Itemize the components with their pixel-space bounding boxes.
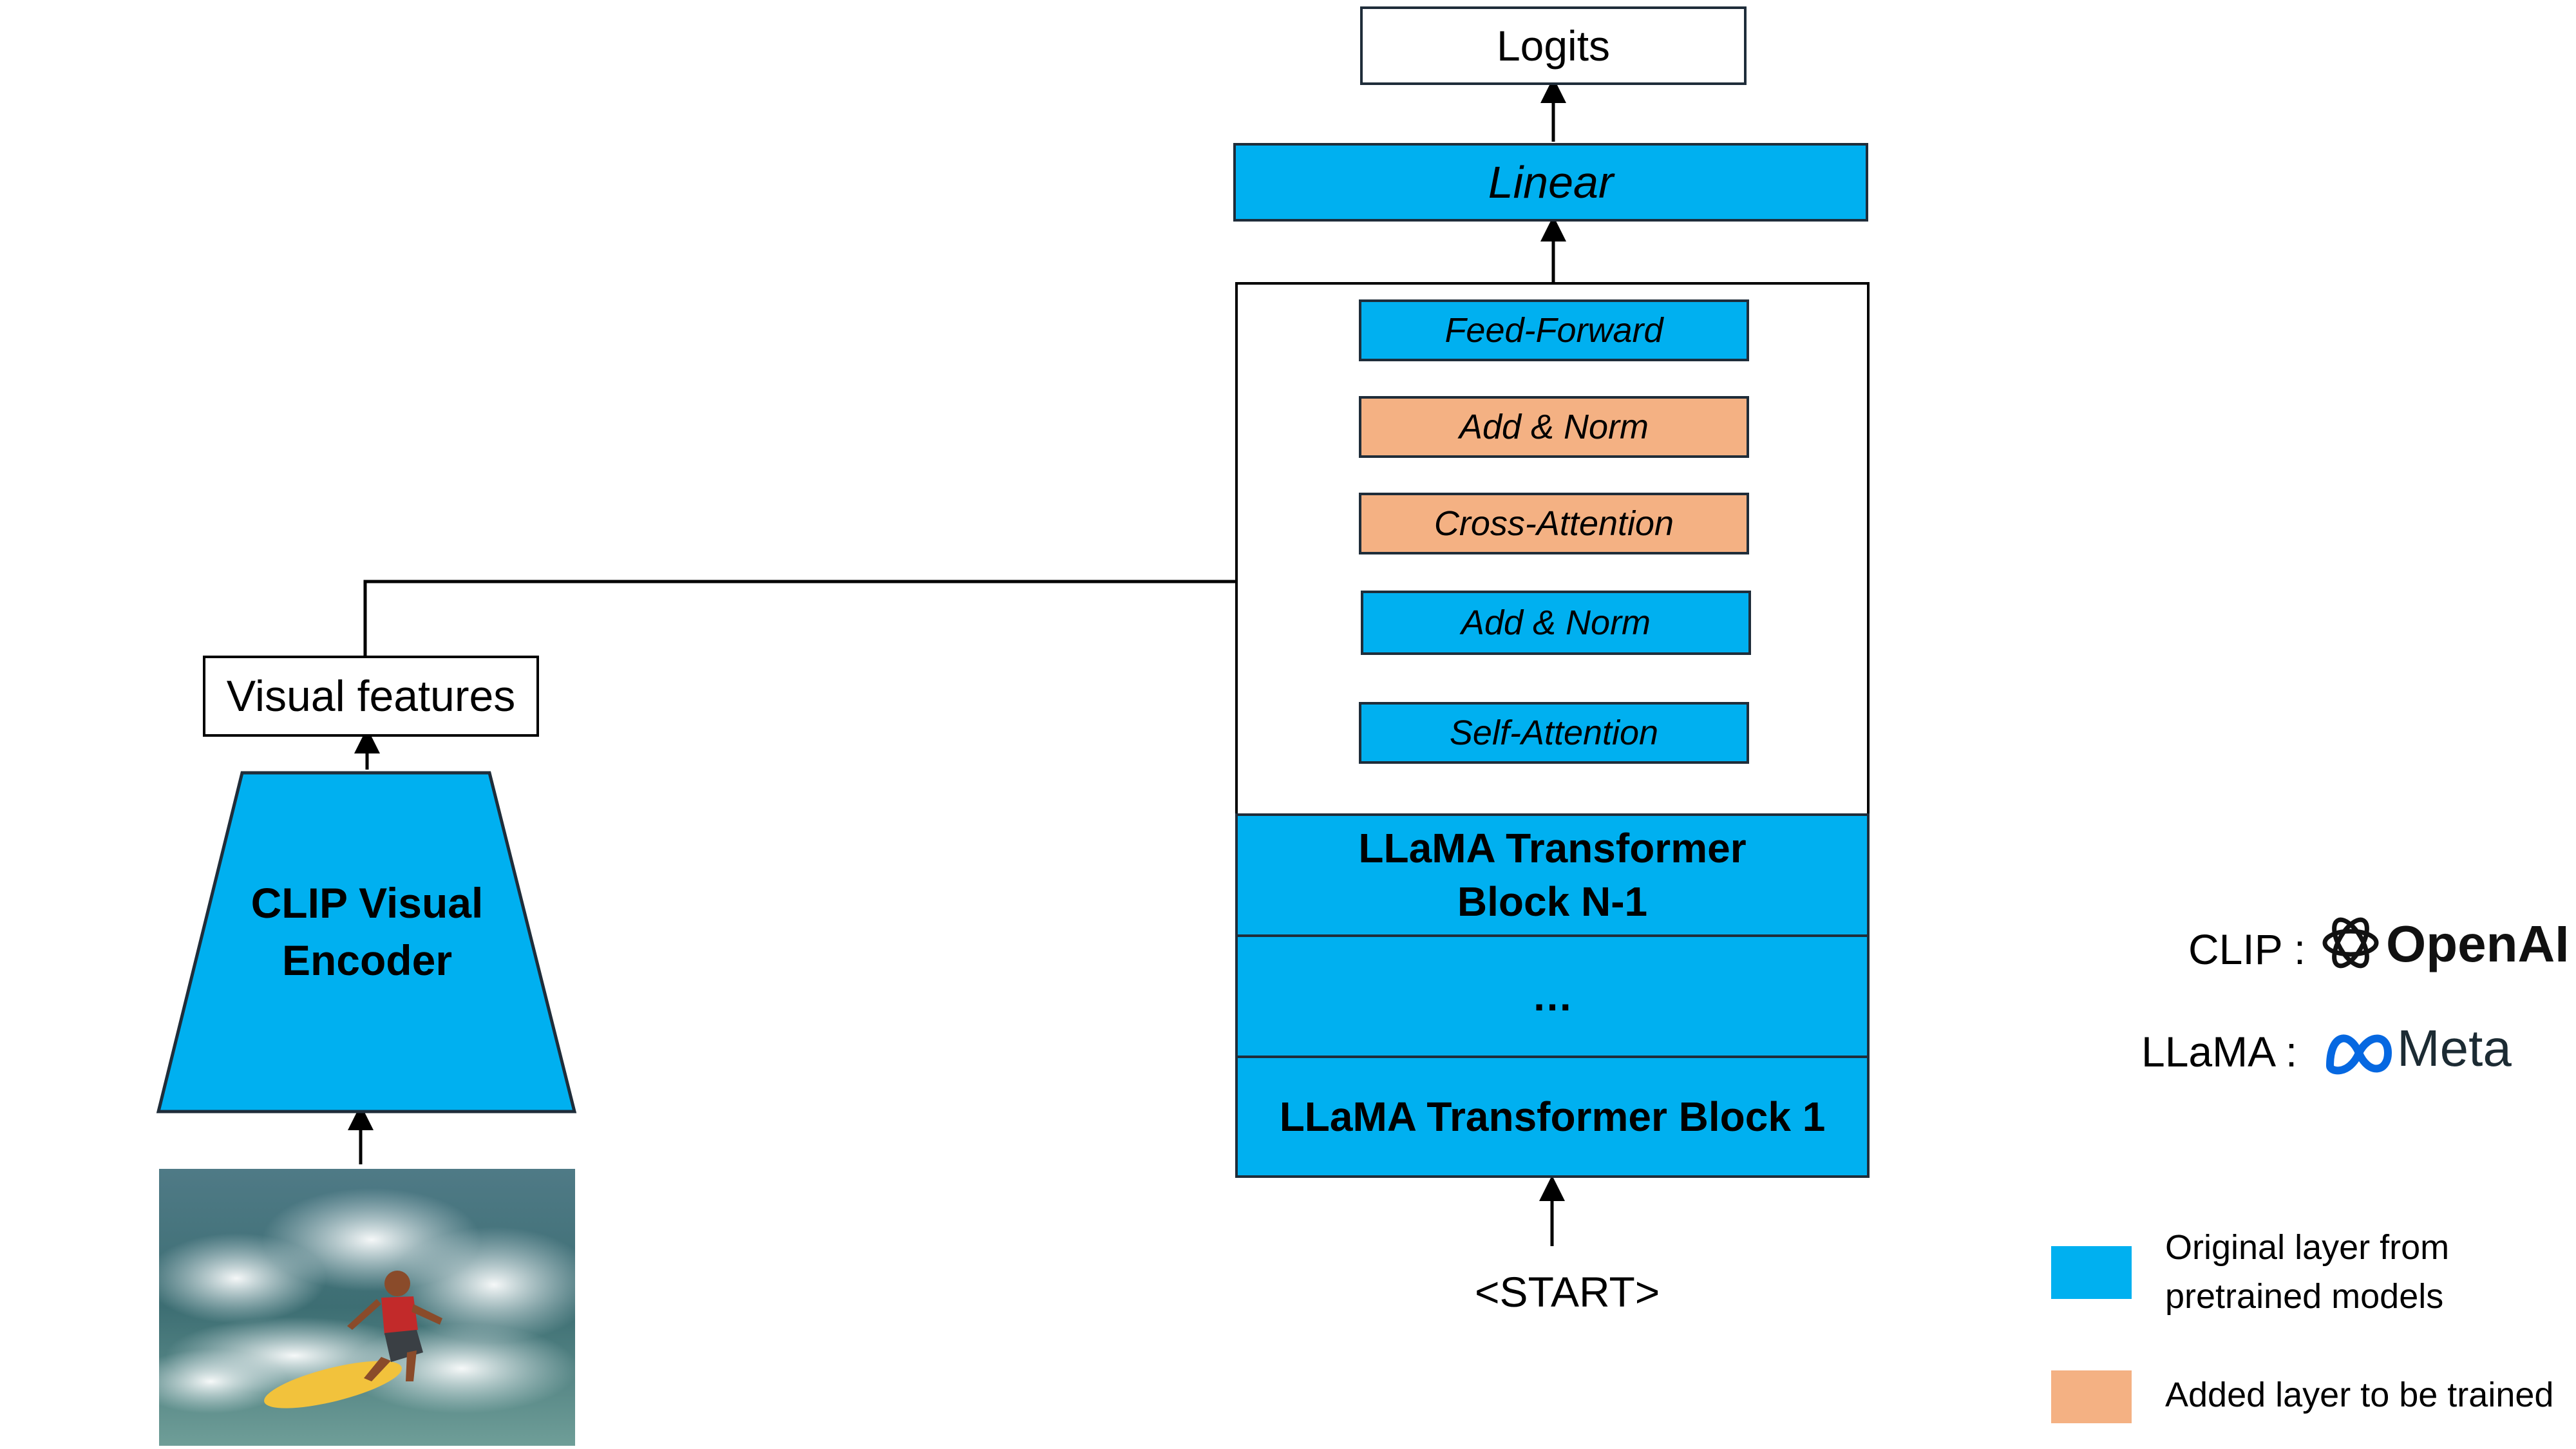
- clip-encoder-label: CLIP Visual Encoder: [251, 879, 484, 985]
- add-norm-top-label: Add & Norm: [1459, 408, 1649, 446]
- meta-logo-icon: [2326, 1034, 2392, 1075]
- feed-forward-label: Feed-Forward: [1444, 311, 1663, 350]
- clip-source-label: CLIP :: [2188, 925, 2306, 973]
- llama-block-1: LLaMA Transformer Block 1: [1235, 1056, 1870, 1178]
- legend-original-label: Original layer from pretrained models: [2165, 1228, 2450, 1316]
- llama-block-n-1: LLaMA Transformer Block N-1: [1235, 813, 1870, 937]
- llama-block-1-label: LLaMA Transformer Block 1: [1279, 1094, 1826, 1140]
- add-norm-bottom-box: Add & Norm: [1361, 591, 1751, 655]
- llama-block-n-1-label: LLaMA Transformer Block N-1: [1358, 824, 1747, 925]
- legend-added-label: Added layer to be trained: [2165, 1376, 2554, 1414]
- self-attention-box: Self-Attention: [1359, 702, 1749, 764]
- feed-forward-box: Feed-Forward: [1359, 299, 1749, 361]
- add-norm-bottom-label: Add & Norm: [1461, 603, 1651, 642]
- self-attention-label: Self-Attention: [1449, 714, 1659, 752]
- llama-block-ellipsis-label: …: [1531, 973, 1573, 1019]
- cross-attention-box: Cross-Attention: [1359, 493, 1749, 554]
- visual-features-box: Visual features: [203, 656, 539, 737]
- meta-wordmark: Meta: [2397, 1019, 2512, 1077]
- llama-block-ellipsis: …: [1235, 934, 1870, 1058]
- clip-encoder-trapezoid: [156, 771, 577, 1113]
- logits-label: Logits: [1496, 22, 1611, 70]
- legend-swatch-added: [2051, 1370, 2132, 1423]
- llama-source-label: LLaMA :: [2141, 1028, 2298, 1075]
- cross-attention-label: Cross-Attention: [1434, 504, 1674, 543]
- input-image: [159, 1169, 575, 1446]
- add-norm-top-box: Add & Norm: [1359, 396, 1749, 458]
- linear-box: Linear: [1233, 143, 1868, 222]
- visual-features-label: Visual features: [226, 672, 516, 721]
- start-token-label: <START>: [1475, 1268, 1660, 1316]
- openai-logo-icon: [2322, 917, 2379, 969]
- linear-label: Linear: [1488, 157, 1614, 207]
- legend-swatch-original: [2051, 1246, 2132, 1299]
- openai-wordmark: OpenAI: [2386, 915, 2570, 972]
- logits-box: Logits: [1360, 6, 1747, 85]
